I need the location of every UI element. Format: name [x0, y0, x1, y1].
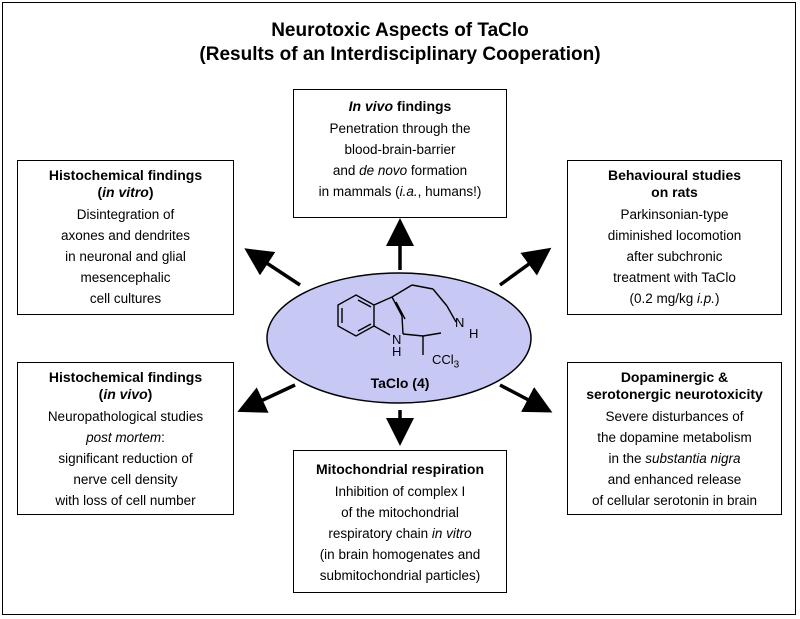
box-dopaminergic-serotonergic: Dopaminergic &serotonergic neurotoxicity…: [567, 362, 782, 515]
arrow-upper-left: [244, 248, 301, 287]
arrow-lower-left: [237, 383, 296, 413]
arrow-lower-right: [499, 383, 553, 413]
arrow-upper-right: [498, 247, 552, 287]
atom-ccl3: CCl3: [432, 352, 460, 371]
box-histochemical-in-vitro: Histochemical findings(in vitro) Disinte…: [17, 160, 234, 315]
title-line-2: (Results of an Interdisciplinary Coopera…: [199, 44, 601, 65]
atom-h-right: H: [469, 326, 479, 341]
atom-n-ring: N: [392, 332, 402, 347]
box-in-vivo-findings: In vivo findings Penetration through the…: [293, 89, 507, 218]
title-line-1: Neurotoxic Aspects of TaClo: [271, 20, 529, 41]
atom-h-ring: H: [392, 344, 402, 359]
center-label: TaClo (4): [370, 375, 430, 391]
atom-n-right: N: [455, 315, 465, 330]
box-histochemical-in-vivo: Histochemical findings(in vivo) Neuropat…: [17, 362, 234, 515]
box-mitochondrial-respiration: Mitochondrial respiration Inhibition of …: [293, 450, 507, 593]
tacl-structure: [337, 284, 457, 355]
